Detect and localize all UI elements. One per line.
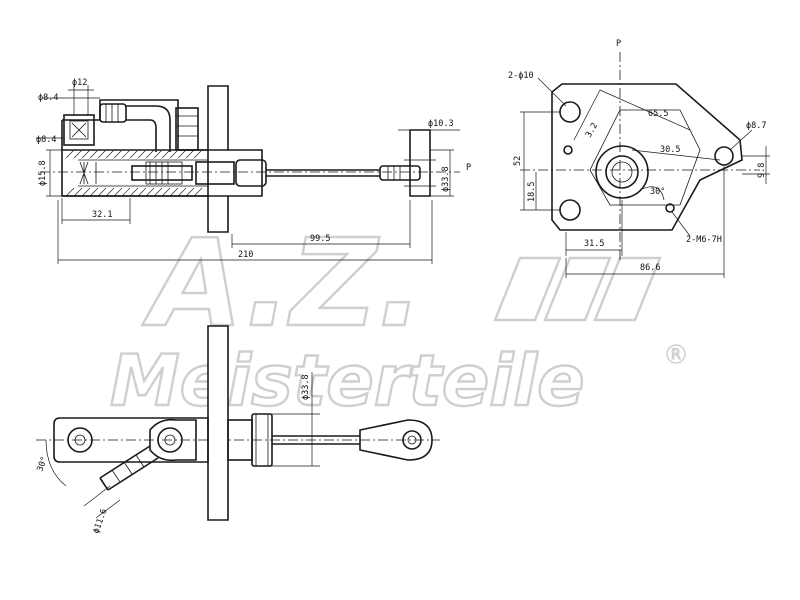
dim-d10-3: ϕ10.3 xyxy=(428,119,454,129)
hatch-top xyxy=(65,149,203,159)
dim-d8-4-left: ϕ8.4 xyxy=(36,135,56,145)
dim-d8-4-top: ϕ8.4 xyxy=(38,93,58,103)
watermark-logo: A.Z. xyxy=(142,215,423,354)
dim-d15-8: ϕ15.8 xyxy=(38,160,48,186)
dim-52: 52 xyxy=(513,156,523,166)
dim-thread: 2-M6-7H xyxy=(686,235,722,245)
side-section-view: ϕ12 ϕ8.4 ϕ8.4 ϕ15.8 32.1 99.5 210 ϕ10.3 … xyxy=(36,78,471,264)
watermark-brand: Meisterteile xyxy=(110,340,585,422)
dim-86-6: 86.6 xyxy=(640,263,660,273)
dim-30deg-flange: 30° xyxy=(650,187,665,197)
dim-30-5: 30.5 xyxy=(660,145,680,155)
dim-31-5: 31.5 xyxy=(584,239,604,249)
hatch-bottom xyxy=(65,187,203,197)
watermark: A.Z. Meisterteile R xyxy=(109,214,686,423)
dim-65-5: 65.5 xyxy=(648,109,668,119)
p-label-side: P xyxy=(466,163,471,173)
p-label-flange: P xyxy=(616,39,621,49)
dim-210: 210 xyxy=(238,250,253,260)
dim-32-1: 32.1 xyxy=(92,210,112,220)
watermark-stripes xyxy=(493,256,662,322)
dim-9-8: 9.8 xyxy=(757,163,767,178)
dim-d12: ϕ12 xyxy=(72,78,87,88)
watermark-registered: R xyxy=(671,347,681,363)
dim-18-5: 18.5 xyxy=(527,182,537,202)
registered-mark-icon xyxy=(666,344,686,364)
top-view: ϕ33.8 30° ϕ11.6 xyxy=(35,325,440,535)
flange-end-view: P 2-ϕ10 ϕ8.7 65.5 3.2 30.5 30° 52 18.5 9… xyxy=(508,39,770,278)
dim-d33-8-side: ϕ33.8 xyxy=(441,166,451,192)
dim-holes-2-10: 2-ϕ10 xyxy=(508,71,534,81)
dim-d8-7: ϕ8.7 xyxy=(746,121,766,131)
dim-3-2: 3.2 xyxy=(584,121,600,139)
dim-d33-8-top: ϕ33.8 xyxy=(301,374,311,400)
dim-d11-6: ϕ11.6 xyxy=(91,508,109,535)
dim-99-5: 99.5 xyxy=(310,234,330,244)
dim-30deg-top: 30° xyxy=(35,455,50,473)
